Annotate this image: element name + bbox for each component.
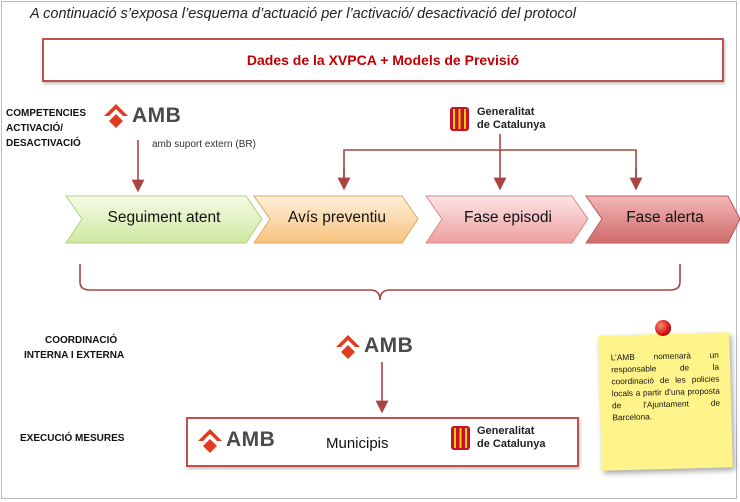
step-chevron-seguiment	[65, 195, 263, 244]
coordination-line-2: INTERNA I EXTERNA	[24, 350, 125, 361]
amb-logo-bottom: AMB	[226, 428, 275, 452]
competencies-line-2: ACTIVACIÓ/	[6, 123, 64, 134]
amb-logo-top: AMB	[132, 104, 181, 128]
amb-logo-icon-bottom	[198, 429, 222, 453]
amb-support-text: amb suport extern (BR)	[152, 139, 256, 150]
amb-logo-text: AMB	[364, 334, 414, 357]
amb-logo-icon-top	[104, 104, 128, 128]
sticky-note-text: L’AMB nomenarà un responsable de la coor…	[610, 349, 721, 423]
step-chevron-avis	[253, 195, 419, 244]
generalitat-text: Generalitat de Catalunya	[477, 425, 545, 451]
generalitat-logo-icon-bottom	[451, 426, 470, 450]
amb-logo-text: AMB	[226, 428, 276, 451]
data-sources-label: Dades de la XVPCA + Models de Previsió	[246, 52, 520, 68]
amb-logo-text: AMB	[132, 104, 182, 127]
execution-box	[186, 417, 579, 467]
generalitat-line-2: de Catalunya	[477, 438, 546, 450]
coordination-label: COORDINACIÓ INTERNA I EXTERNA	[24, 333, 124, 363]
generalitat-distribution-bracket	[343, 149, 637, 180]
pushpin-icon	[654, 319, 672, 337]
competencies-line-3: DESACTIVACIÓ	[6, 138, 81, 149]
generalitat-text: Generalitat de Catalunya	[477, 106, 545, 132]
step-label-seguiment: Seguiment atent	[107, 209, 221, 226]
step-chevron-episodi	[425, 195, 589, 244]
municipis-label: Municipis	[326, 435, 389, 452]
sticky-note: L’AMB nomenarà un responsable de la coor…	[598, 319, 733, 471]
generalitat-logo-bottom: Generalitat de Catalunya	[472, 425, 545, 451]
competencies-line-1: COMPETENCIES	[6, 108, 87, 119]
generalitat-line-1: Generalitat	[477, 425, 535, 437]
generalitat-logo-icon-top	[450, 107, 469, 131]
step-label-alerta: Fase alerta	[626, 209, 704, 226]
coordination-line-1: COORDINACIÓ	[44, 335, 118, 346]
generalitat-line-2: de Catalunya	[477, 119, 546, 131]
step-label-episodi: Fase episodi	[464, 209, 552, 226]
execution-label: EXECUCIÓ MESURES	[20, 433, 125, 444]
intro-text: A continuació s’exposa l’esquema d’actua…	[30, 6, 576, 22]
step-chevron-alerta	[585, 195, 740, 244]
competencies-label: COMPETENCIES ACTIVACIÓ/ DESACTIVACIÓ	[6, 106, 86, 151]
amb-logo-icon-middle	[336, 335, 360, 359]
step-label-avis: Avís preventiu	[288, 209, 386, 226]
generalitat-line-1: Generalitat	[477, 106, 535, 118]
amb-logo-middle: AMB	[364, 334, 413, 358]
generalitat-logo-top: Generalitat de Catalunya	[472, 106, 545, 132]
data-sources-box: Dades de la XVPCA + Models de Previsió	[42, 38, 724, 82]
steps-collector-brace	[79, 264, 681, 301]
